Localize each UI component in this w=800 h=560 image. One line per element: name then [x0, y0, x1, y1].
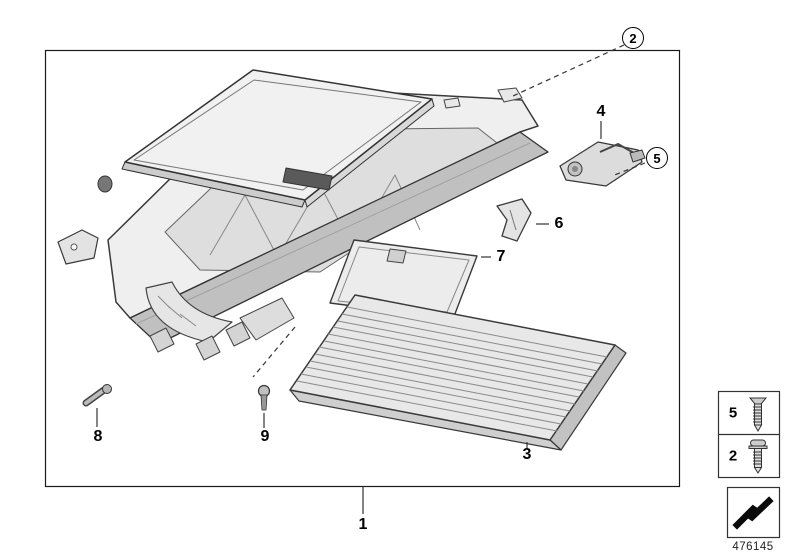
- pin-part: [82, 384, 112, 407]
- callout-8[interactable]: 8: [93, 428, 103, 445]
- lock-bracket-part: [559, 141, 646, 187]
- clip-note-box: [726, 486, 781, 539]
- callout-4[interactable]: 4: [596, 103, 606, 120]
- callout-2[interactable]: 2: [622, 27, 644, 49]
- clip-part: [496, 198, 532, 242]
- legend-qty-row1: 5: [728, 404, 738, 422]
- callout-7[interactable]: 7: [496, 248, 506, 265]
- diagram-frame-border: [44, 49, 681, 488]
- callout-3[interactable]: 3: [522, 446, 532, 463]
- screw-washer-icon: [748, 439, 768, 474]
- callout-6[interactable]: 6: [554, 215, 564, 232]
- storage-tray-part: [121, 69, 435, 208]
- screw-icon: [748, 397, 768, 432]
- legend-qty-row2: 2: [728, 447, 738, 465]
- clip-zigzag-icon: [732, 496, 774, 530]
- fastener-legend: [717, 390, 781, 479]
- callout-1[interactable]: 1: [358, 516, 368, 533]
- drawing-number: 476145: [732, 541, 774, 553]
- leader-lines: [96, 44, 646, 514]
- rivet-part: [257, 384, 271, 411]
- glovebox-lid-part: [289, 294, 627, 451]
- callout-9[interactable]: 9: [260, 428, 270, 445]
- callout-5[interactable]: 5: [646, 147, 668, 169]
